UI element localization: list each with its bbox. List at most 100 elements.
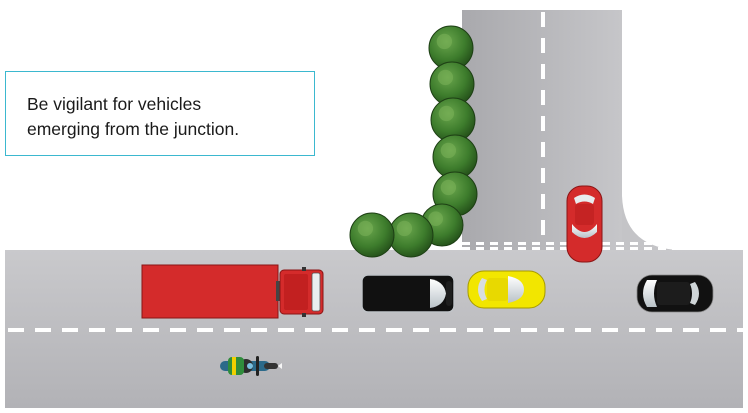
junction-corner-fill	[622, 196, 676, 250]
lane-dash	[541, 90, 545, 105]
give-way-dash	[616, 247, 624, 250]
road-network	[5, 10, 743, 408]
give-way-dash	[546, 247, 554, 250]
motorcycle-icon	[220, 356, 282, 376]
tree-highlight	[436, 33, 453, 50]
give-way-dash	[490, 247, 498, 250]
lane-dash	[602, 328, 618, 332]
black-car-roof	[657, 282, 690, 305]
lane-dash	[541, 12, 545, 27]
motorcycle-front-wheel	[264, 363, 278, 369]
red-car-windscreen	[572, 224, 597, 238]
lane-dash	[467, 328, 483, 332]
yellow-car-rear-window	[478, 278, 487, 301]
give-way-dash	[658, 242, 666, 245]
give-way-dash	[476, 247, 484, 250]
give-way-dash	[490, 242, 498, 245]
lane-dash	[332, 328, 348, 332]
hedge	[349, 25, 478, 258]
lane-dash	[8, 328, 24, 332]
tree-highlight	[428, 211, 444, 227]
lane-dash	[143, 328, 159, 332]
lane-dash	[541, 220, 545, 235]
car-icon	[467, 270, 546, 309]
give-way-dash	[546, 242, 554, 245]
give-way-dash	[560, 242, 568, 245]
lane-dash	[541, 142, 545, 157]
lane-dash	[541, 64, 545, 79]
lane-dash	[656, 328, 672, 332]
give-way-dash	[518, 242, 526, 245]
yellow-car-roof	[487, 278, 508, 301]
lane-dash	[710, 328, 726, 332]
lane-dash	[62, 328, 78, 332]
lane-dash	[737, 328, 748, 332]
lane-dash	[89, 328, 105, 332]
lane-dash	[116, 328, 132, 332]
lane-dash	[170, 328, 186, 332]
red-car-rear-window	[574, 194, 595, 204]
give-way-dash	[462, 242, 470, 245]
give-way-dash	[658, 247, 666, 250]
tree-highlight	[357, 220, 374, 237]
handlebar	[256, 356, 259, 376]
black-car-rear-window	[690, 282, 699, 305]
give-way-dash	[630, 242, 638, 245]
black-car-windscreen	[643, 280, 657, 307]
give-way-dash	[630, 247, 638, 250]
headlight-beam	[278, 363, 282, 369]
lorry-windscreen	[311, 272, 321, 312]
tree-highlight	[440, 179, 457, 196]
tree-highlight	[396, 220, 413, 237]
lane-dash	[35, 328, 51, 332]
lane-dash	[359, 328, 375, 332]
give-way-dash	[504, 247, 512, 250]
caption-line: Be vigilant for vehicles	[27, 94, 202, 114]
lorry-mirror-bottom	[302, 313, 306, 317]
tree-highlight	[440, 142, 457, 159]
give-way-dash	[560, 247, 568, 250]
lane-dash	[548, 328, 564, 332]
lorry-hitch	[276, 281, 282, 301]
centre-line-side-road	[541, 12, 545, 235]
give-way-dash	[672, 247, 680, 250]
van-icon	[361, 274, 455, 313]
caption-line: emerging from the junction.	[27, 119, 240, 139]
lorry-icon	[141, 264, 324, 319]
lorry-trailer	[141, 264, 279, 319]
red-car-roof	[575, 204, 594, 225]
lane-dash	[541, 38, 545, 53]
tree-highlight	[438, 105, 455, 122]
give-way-dash	[616, 242, 624, 245]
car-icon	[566, 185, 603, 263]
lane-dash	[541, 116, 545, 131]
car-icon	[636, 274, 714, 313]
lane-dash	[683, 328, 699, 332]
give-way-dash	[672, 242, 680, 245]
lane-dash	[494, 328, 510, 332]
lane-dash	[224, 328, 240, 332]
give-way-dash	[602, 242, 610, 245]
give-way-dash	[518, 247, 526, 250]
van-windscreen	[430, 279, 446, 308]
give-way-dash	[644, 247, 652, 250]
tree-icon	[349, 212, 395, 258]
give-way-dash	[644, 242, 652, 245]
lane-dash	[278, 328, 294, 332]
give-way-dash	[532, 242, 540, 245]
give-way-dash	[476, 242, 484, 245]
lane-dash	[197, 328, 213, 332]
van-trim	[361, 274, 455, 313]
lane-dash	[575, 328, 591, 332]
yellow-car-windscreen	[508, 276, 524, 303]
lorry-mirror-top	[302, 267, 306, 271]
lane-dash	[386, 328, 402, 332]
lane-dash	[440, 328, 456, 332]
give-way-dash	[462, 247, 470, 250]
lorry-cab-roof	[284, 274, 308, 310]
give-way-dash	[602, 247, 610, 250]
lane-dash	[251, 328, 267, 332]
tree-highlight	[437, 69, 454, 86]
lane-dash	[541, 168, 545, 183]
